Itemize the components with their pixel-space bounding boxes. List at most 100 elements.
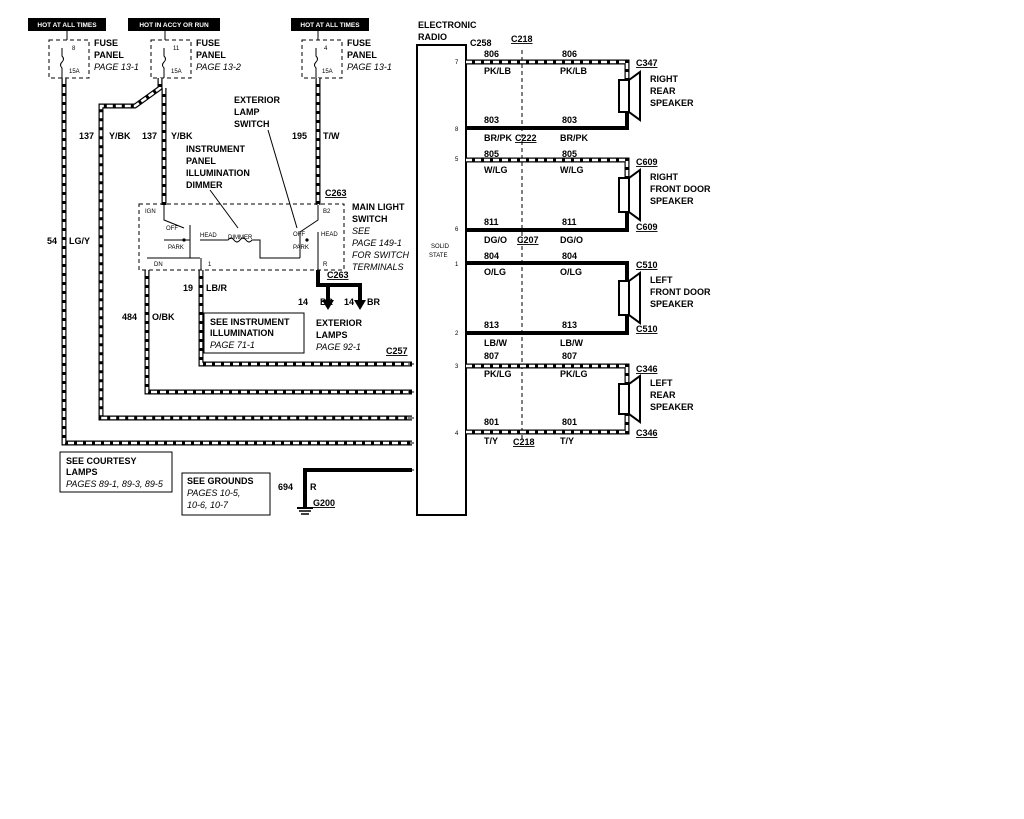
- fuse-box-3: 4 15A FUSE PANEL PAGE 13-1: [301, 38, 392, 79]
- svg-text:BR/PK: BR/PK: [484, 133, 513, 143]
- svg-text:54: 54: [47, 236, 57, 246]
- svg-text:T/Y: T/Y: [560, 436, 574, 446]
- fuse-header-1: HOT AT ALL TIMES: [28, 18, 106, 31]
- svg-text:806: 806: [562, 49, 577, 59]
- svg-text:SPEAKER: SPEAKER: [650, 196, 694, 206]
- svg-text:1: 1: [455, 262, 459, 268]
- svg-text:PK/LG: PK/LG: [560, 369, 588, 379]
- dimmer-label: INSTRUMENT PANEL ILLUMINATION DIMMER: [186, 144, 250, 229]
- left-wires: [61, 78, 412, 515]
- svg-text:804: 804: [484, 251, 499, 261]
- svg-text:STATE: STATE: [429, 253, 447, 259]
- svg-text:O/BK: O/BK: [152, 312, 175, 322]
- svg-text:LB/R: LB/R: [206, 283, 227, 293]
- svg-text:SWITCH: SWITCH: [234, 119, 270, 129]
- svg-text:811: 811: [562, 217, 577, 227]
- svg-text:813: 813: [484, 320, 499, 330]
- svg-text:OFF: OFF: [166, 226, 178, 232]
- svg-text:C510: C510: [636, 324, 658, 334]
- svg-text:REAR: REAR: [650, 86, 676, 96]
- speaker-wire-labels: 806 PK/LB 806 PK/LB 803 BR/PK 803 BR/PK …: [484, 49, 589, 446]
- speaker-wires: [466, 59, 630, 435]
- c207-label: C207: [517, 235, 539, 245]
- svg-text:15A: 15A: [171, 69, 182, 75]
- svg-text:R: R: [310, 482, 317, 492]
- svg-text:15A: 15A: [69, 69, 80, 75]
- svg-text:RADIO: RADIO: [418, 32, 447, 42]
- svg-text:B2: B2: [323, 209, 331, 215]
- svg-text:W/LG: W/LG: [560, 165, 584, 175]
- svg-text:5: 5: [455, 157, 459, 163]
- svg-text:807: 807: [484, 351, 499, 361]
- svg-text:SPEAKER: SPEAKER: [650, 402, 694, 412]
- svg-text:694: 694: [278, 482, 293, 492]
- svg-text:PARK: PARK: [168, 245, 184, 251]
- svg-text:7: 7: [455, 60, 459, 66]
- svg-text:PAGE 149-1: PAGE 149-1: [352, 238, 402, 248]
- svg-text:PAGES 10-5,: PAGES 10-5,: [187, 488, 240, 498]
- svg-text:T/Y: T/Y: [484, 436, 498, 446]
- svg-text:801: 801: [562, 417, 577, 427]
- svg-text:SWITCH: SWITCH: [352, 214, 388, 224]
- fuse-header-2: HOT IN ACCY OR RUN: [128, 18, 220, 31]
- svg-text:FUSE: FUSE: [94, 38, 118, 48]
- left-front-door-speaker: C510 LEFT FRONT DOOR SPEAKER C510: [618, 260, 711, 334]
- svg-text:8: 8: [455, 127, 459, 133]
- c218-bottom-label: C218: [513, 437, 535, 447]
- svg-text:Y/BK: Y/BK: [171, 131, 193, 141]
- see-grounds-box: SEE GROUNDS PAGES 10-5, 10-6, 10-7: [181, 472, 271, 516]
- svg-text:805: 805: [562, 149, 577, 159]
- svg-text:C346: C346: [636, 364, 658, 374]
- fuse-box-1: 8 15A FUSE PANEL PAGE 13-1: [48, 38, 139, 79]
- svg-text:ILLUMINATION: ILLUMINATION: [186, 168, 250, 178]
- svg-text:PK/LG: PK/LG: [484, 369, 512, 379]
- see-instrument-illumination-box: SEE INSTRUMENT ILLUMINATION PAGE 71-1: [203, 312, 305, 354]
- svg-text:LEFT: LEFT: [650, 378, 673, 388]
- svg-text:PANEL: PANEL: [196, 50, 226, 60]
- svg-text:FUSE: FUSE: [347, 38, 371, 48]
- svg-text:SPEAKER: SPEAKER: [650, 299, 694, 309]
- svg-text:C263: C263: [325, 188, 347, 198]
- svg-text:PAGE 13-2: PAGE 13-2: [196, 62, 241, 72]
- svg-text:SEE: SEE: [352, 226, 371, 236]
- svg-text:SEE COURTESY: SEE COURTESY: [66, 456, 137, 466]
- svg-text:811: 811: [484, 217, 499, 227]
- svg-text:TERMINALS: TERMINALS: [352, 262, 404, 272]
- svg-text:FRONT DOOR: FRONT DOOR: [650, 287, 711, 297]
- svg-text:LB/W: LB/W: [484, 338, 507, 348]
- svg-text:484: 484: [122, 312, 137, 322]
- right-rear-speaker: C347 RIGHT REAR SPEAKER: [618, 58, 694, 122]
- fuse-box-2: 11 15A FUSE PANEL PAGE 13-2: [150, 38, 241, 79]
- svg-text:BR: BR: [367, 297, 380, 307]
- svg-text:EXTERIOR: EXTERIOR: [234, 95, 281, 105]
- svg-text:LAMPS: LAMPS: [66, 467, 98, 477]
- svg-text:11: 11: [173, 46, 180, 52]
- see-courtesy-lamps-box: SEE COURTESY LAMPS PAGES 89-1, 89-3, 89-…: [59, 451, 173, 493]
- svg-text:LB/W: LB/W: [560, 338, 583, 348]
- svg-text:C609: C609: [636, 157, 658, 167]
- svg-text:PK/LB: PK/LB: [560, 66, 588, 76]
- svg-text:195: 195: [292, 131, 307, 141]
- svg-text:W/LG: W/LG: [484, 165, 508, 175]
- c222-label: C222: [515, 133, 537, 143]
- svg-text:ILLUMINATION: ILLUMINATION: [210, 328, 274, 338]
- svg-text:813: 813: [562, 320, 577, 330]
- svg-text:RIGHT: RIGHT: [650, 74, 679, 84]
- svg-text:ELECTRONIC: ELECTRONIC: [418, 20, 477, 30]
- svg-text:OFF: OFF: [293, 232, 305, 238]
- svg-text:DIMMER: DIMMER: [228, 235, 253, 241]
- svg-text:R: R: [323, 262, 328, 268]
- svg-text:PAGE 13-1: PAGE 13-1: [94, 62, 139, 72]
- svg-text:DG/O: DG/O: [484, 235, 507, 245]
- svg-text:FRONT DOOR: FRONT DOOR: [650, 184, 711, 194]
- svg-text:DN: DN: [154, 262, 163, 268]
- svg-text:LG/Y: LG/Y: [69, 236, 90, 246]
- svg-text:C347: C347: [636, 58, 658, 68]
- wire-labels-left: 137 Y/BK 137 Y/BK 195 T/W 54 LG/Y 19 LB/…: [47, 131, 380, 492]
- right-front-door-speaker: C609 RIGHT FRONT DOOR SPEAKER C609: [618, 157, 711, 232]
- svg-text:FUSE: FUSE: [196, 38, 220, 48]
- svg-text:HOT AT ALL TIMES: HOT AT ALL TIMES: [300, 22, 360, 29]
- svg-text:2: 2: [455, 331, 459, 337]
- svg-text:137: 137: [79, 131, 94, 141]
